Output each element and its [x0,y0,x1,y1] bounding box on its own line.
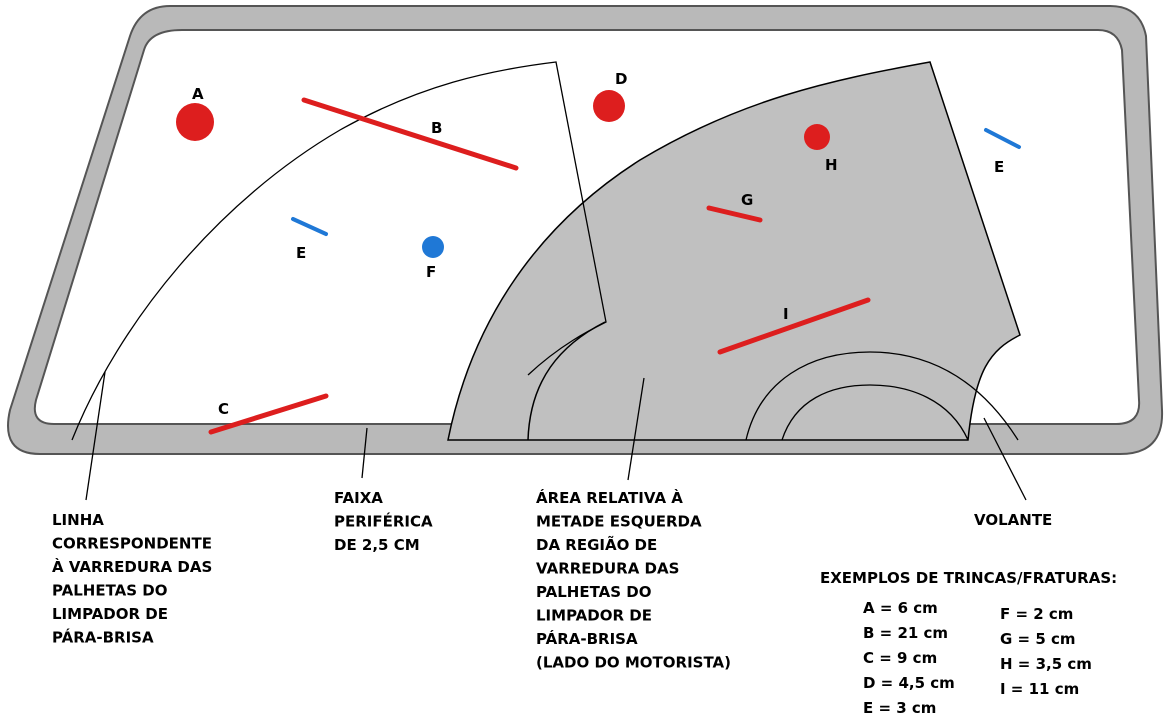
label-wiper-line-line-4: PALHETAS DO [52,582,168,600]
example-col2-line-4: I = 11 cm [1000,680,1079,698]
examples-column-2: F = 2 cm G = 5 cm H = 3,5 cm I = 11 cm [1000,605,1092,698]
label-wiper-line-line-6: PÁRA-BRISA [52,628,154,647]
label-wiper-line-line-2: CORRESPONDENTE [52,535,212,553]
label-driver-area: ÁREA RELATIVA À METADE ESQUERDA DA REGIÃO … [536,488,731,672]
crack-c [208,393,329,435]
crack-b [301,97,519,171]
mark-i: I [783,305,789,323]
label-driver-area-line-4: VARREDURA DAS [536,560,679,578]
label-driver-area-line-7: PÁRA-BRISA [536,629,638,648]
label-peripheral-band-line-2: PERIFÉRICA [334,512,433,531]
steering-wheel-inner [781,384,969,441]
mark-e-right: E [994,158,1004,176]
label-driver-area-line-1: ÁREA RELATIVA À [536,488,683,507]
example-col1-line-3: C = 9 cm [863,649,937,667]
mark-b: B [431,119,442,137]
label-steering-wheel: VOLANTE [974,511,1052,529]
mark-d: D [615,70,627,88]
crack-d [593,90,625,122]
crack-h [804,124,830,150]
mark-a: A [192,85,204,103]
driver-wiper-area [447,61,1021,441]
mark-e-left: E [296,244,306,262]
examples-title: EXEMPLOS DE TRINCAS/FRATURAS: [820,569,1117,587]
example-col2-line-1: F = 2 cm [1000,605,1073,623]
label-wiper-line-line-1: LINHA [52,511,104,529]
mark-f: F [426,263,436,281]
crack-f [422,236,444,258]
crack-e-right [984,128,1021,149]
label-driver-area-line-3: DA REGIÃO DE [536,535,657,554]
example-col1-line-2: B = 21 cm [863,624,948,642]
example-col1-line-4: D = 4,5 cm [863,674,955,692]
leader-wiper-line [85,371,106,501]
label-wiper-line-line-5: LIMPADOR DE [52,605,168,623]
label-driver-area-line-8: (LADO DO MOTORISTA) [536,654,731,672]
label-peripheral-band-line-1: FAIXA [334,489,383,507]
crack-i [717,297,871,355]
example-col1-line-5: E = 3 cm [863,699,936,717]
wiper-sweep-line [71,61,607,441]
label-driver-area-line-2: METADE ESQUERDA [536,513,702,531]
mark-c: C [218,400,229,418]
example-col2-line-3: H = 3,5 cm [1000,655,1092,673]
label-wiper-line-line-3: À VARREDURA DAS [52,557,212,576]
mark-g: G [741,191,753,209]
label-peripheral-band: FAIXA PERIFÉRICA DE 2,5 CM [334,489,433,554]
label-peripheral-band-line-3: DE 2,5 CM [334,536,420,554]
label-wiper-line: LINHA CORRESPONDENTE À VARREDURA DAS PALHET… [52,511,212,647]
crack-a [176,103,214,141]
leader-steering-wheel [983,417,1027,501]
label-driver-area-line-5: PALHETAS DO [536,583,652,601]
steering-wheel-outer [745,351,1019,441]
mark-h: H [825,156,838,174]
leader-peripheral-band [361,427,368,479]
crack-e-left [291,217,328,236]
example-col2-line-2: G = 5 cm [1000,630,1076,648]
leader-driver-area [627,377,645,481]
crack-g [706,205,763,223]
label-driver-area-line-6: LIMPADOR DE [536,607,652,625]
example-col1-line-1: A = 6 cm [863,599,938,617]
examples-column-1: A = 6 cm B = 21 cm C = 9 cm D = 4,5 cm E = 3… [863,599,955,717]
